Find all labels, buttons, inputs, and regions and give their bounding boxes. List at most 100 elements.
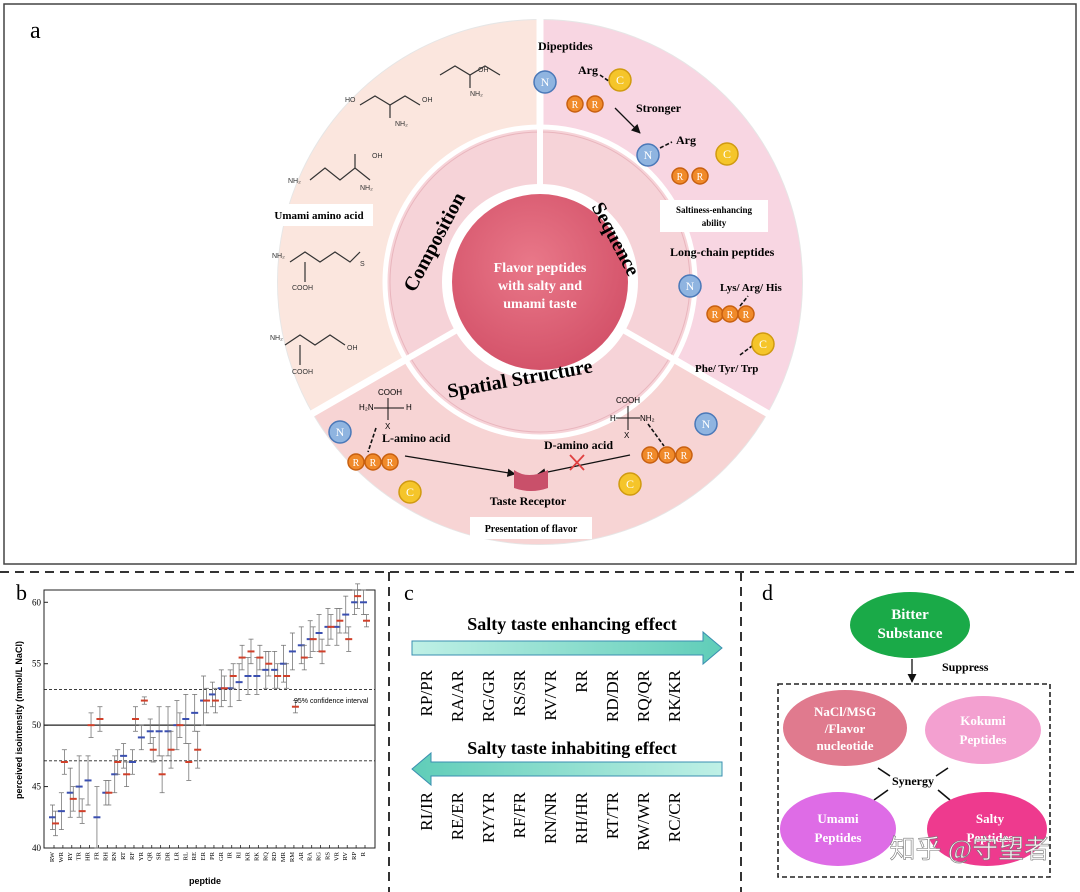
x-tick-label: QR bbox=[147, 851, 154, 861]
residue-r-bead bbox=[381, 453, 399, 471]
kokumi-line2: Peptides bbox=[960, 732, 1007, 747]
x-tick-label: KR bbox=[244, 851, 251, 861]
h2n-left: H₂N bbox=[359, 403, 374, 412]
synergy-label: Synergy bbox=[892, 774, 934, 788]
arg-label-1: Arg bbox=[578, 63, 598, 77]
enhance-item: RR bbox=[572, 669, 591, 692]
x-tick-label: WR bbox=[58, 851, 65, 862]
arg-label-2: Arg bbox=[676, 133, 696, 147]
residue-r-letter: R bbox=[370, 458, 377, 469]
ci-label: 95% confidence interval bbox=[294, 698, 369, 705]
residue-r-letter: R bbox=[647, 451, 654, 462]
y-tick-label: 60 bbox=[32, 597, 42, 607]
svg-text:COOH: COOH bbox=[292, 285, 313, 292]
plot-frame bbox=[43, 589, 376, 849]
residue-n-letter: N bbox=[541, 75, 550, 89]
x-tick-label: RH bbox=[102, 852, 109, 861]
flavor-wheel bbox=[277, 16, 803, 545]
enhance-item: RV/VR bbox=[541, 669, 560, 720]
enhance-title: Salty taste enhancing effect bbox=[467, 614, 676, 634]
x-tick-label: RA bbox=[307, 852, 314, 861]
salty-line2: Peptides bbox=[967, 830, 1014, 845]
x-tick-label: HR bbox=[85, 851, 92, 861]
salty-line1: Salty bbox=[976, 811, 1005, 826]
umami-caption-box bbox=[265, 204, 373, 226]
center-text-2: with salty and bbox=[498, 279, 582, 294]
residue-r-bead bbox=[566, 95, 584, 113]
taste-receptor-icon bbox=[514, 470, 548, 491]
x-tick-label: RM bbox=[289, 852, 296, 862]
x-tick-label: RP bbox=[351, 852, 358, 860]
residue-n-bead bbox=[328, 420, 352, 444]
residue-r-letter: R bbox=[712, 310, 719, 321]
synergy-links bbox=[873, 767, 951, 801]
panel-d-label: d bbox=[762, 580, 773, 605]
inhibit-item: RN/NR bbox=[541, 791, 560, 844]
panel-c-label: c bbox=[404, 580, 414, 605]
residue-n-letter: N bbox=[686, 279, 695, 293]
stronger-label: Stronger bbox=[636, 101, 682, 115]
x-tick-label: IR bbox=[227, 851, 234, 858]
x-tick-label: RT bbox=[120, 852, 127, 860]
enhance-item: RA/AR bbox=[448, 669, 467, 722]
lys-arg-his-label: Lys/ Arg/ His bbox=[720, 282, 782, 294]
y-axis-label: perceived isointensity (mmol/L NaCl) bbox=[14, 641, 24, 799]
x-tick-label: R bbox=[360, 851, 367, 856]
residue-r-letter: R bbox=[677, 172, 684, 183]
phe-tyr-trp-label: Phe/ Tyr/ Trp bbox=[695, 363, 758, 375]
svg-text:S: S bbox=[360, 261, 365, 268]
x-tick-label: RY bbox=[67, 852, 74, 861]
residue-c-bead bbox=[398, 480, 422, 504]
x-tick-label: RD bbox=[271, 852, 278, 861]
x-axis-label: peptide bbox=[189, 876, 221, 886]
center-text-1: Flavor peptides bbox=[494, 261, 587, 276]
presentation-label: Presentation of flavor bbox=[485, 524, 578, 535]
residue-n-bead bbox=[678, 274, 702, 298]
residue-r-bead bbox=[347, 453, 365, 471]
residue-r-letter: R bbox=[743, 310, 750, 321]
residue-c-letter: C bbox=[616, 73, 624, 87]
svg-text:HO: HO bbox=[345, 97, 356, 104]
x-tick-label: SR bbox=[156, 851, 163, 860]
svg-text:OH: OH bbox=[372, 153, 383, 160]
residue-r-bead bbox=[737, 305, 755, 323]
cooh-left: COOH bbox=[378, 388, 402, 397]
residue-c-letter: C bbox=[406, 485, 414, 499]
residue-c-letter: C bbox=[723, 147, 731, 161]
x-tick-label: DR bbox=[165, 851, 172, 861]
presentation-box bbox=[470, 517, 592, 539]
d-amino-arrow bbox=[537, 454, 631, 477]
residue-n-bead bbox=[694, 412, 718, 436]
x-tick-label: GR bbox=[218, 851, 225, 861]
inhibit-item: RT/TR bbox=[603, 791, 622, 839]
panel-b-label: b bbox=[16, 580, 27, 605]
panel-a-label: a bbox=[30, 18, 41, 44]
watermark-text: 知乎 @守望者 bbox=[890, 835, 1050, 864]
residue-n-letter: N bbox=[702, 417, 711, 431]
residue-n-bead bbox=[533, 70, 557, 94]
x-tick-label: RK bbox=[253, 852, 260, 861]
y-tick-label: 45 bbox=[32, 782, 42, 792]
enhance-item: RQ/QR bbox=[634, 669, 653, 722]
svg-text:NH₂: NH₂ bbox=[288, 178, 301, 185]
bitter-line1: Bitter bbox=[891, 607, 929, 623]
bitter-line2: Substance bbox=[877, 626, 942, 642]
bitter-substance-ellipse bbox=[850, 592, 970, 658]
x-tick-label: LR bbox=[173, 851, 180, 860]
h-right: H bbox=[610, 414, 616, 423]
taste-receptor-label: Taste Receptor bbox=[490, 494, 567, 508]
umami-caption: Umami amino acid bbox=[274, 210, 363, 222]
x-tick-label: TR bbox=[76, 851, 83, 860]
inhibit-item: RI/IR bbox=[417, 791, 436, 830]
x-tick-label: RQ bbox=[262, 852, 269, 861]
l-amino-label: L-amino acid bbox=[382, 431, 451, 445]
residue-r-bead bbox=[671, 167, 689, 185]
residue-r-bead bbox=[675, 446, 693, 464]
residue-r-letter: R bbox=[664, 451, 671, 462]
x-tick-label: FR bbox=[93, 851, 100, 860]
enhance-item: RS/SR bbox=[510, 669, 529, 716]
x-tick-label: RN bbox=[111, 852, 118, 861]
